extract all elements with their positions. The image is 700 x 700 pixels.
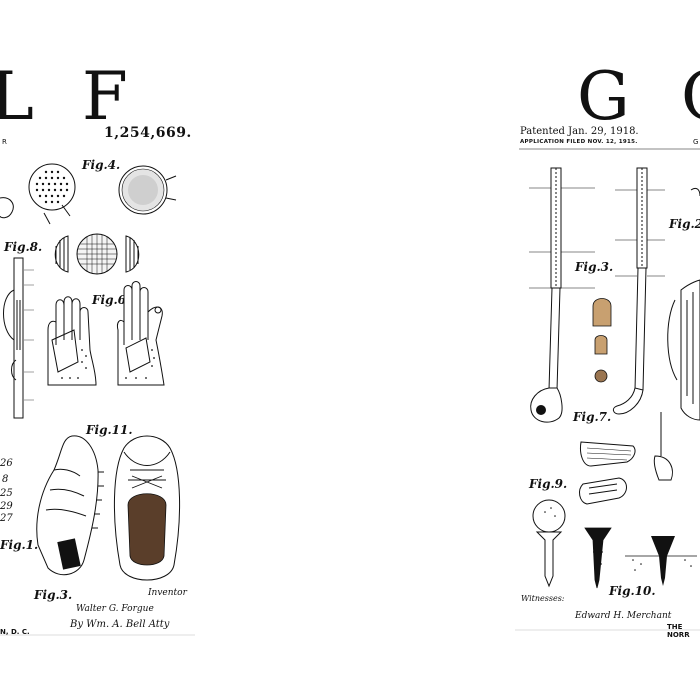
golf-driver-club	[531, 168, 562, 422]
right-footer-fragment: THE NORR	[667, 623, 690, 639]
golf-glove-back	[48, 297, 96, 385]
fig11-label: Fig.11.	[86, 423, 133, 437]
patented-date: Patented Jan. 29, 1918.	[520, 126, 639, 137]
fig8-label: Fig.8.	[4, 240, 43, 254]
application-filed: APPLICATION FILED NOV. 12, 1915.	[520, 139, 638, 145]
dimpled-golf-ball	[29, 164, 75, 224]
fig6-label: Fig.6	[92, 293, 126, 307]
grip-cross-sections	[593, 299, 611, 383]
iron-head-detail	[580, 412, 673, 504]
golf-iron-club	[613, 168, 647, 414]
right-fig10-label: Fig.10.	[609, 584, 656, 598]
golf-shoe-top	[114, 436, 179, 580]
golf-shoe-side	[37, 436, 104, 575]
left-footer-fragment: N, D. C.	[0, 628, 30, 636]
margin-number-8: 8	[2, 474, 9, 485]
inventor-signature-right: Edward H. Merchant	[575, 611, 672, 621]
right-header-fragment: G	[693, 138, 699, 146]
inventor-label: Inventor	[148, 588, 187, 598]
patent-drawings-left	[0, 0, 195, 700]
patent-drawings-right	[515, 0, 700, 700]
right-fig2-label: Fig.2	[669, 217, 700, 231]
left-patent-panel: L F R 1,254,669. Fig.4. Fig.8. Fig.6 Fig…	[0, 0, 195, 700]
fig1-label: Fig.1.	[0, 538, 39, 552]
margin-number-26: 26	[0, 458, 13, 469]
golf-bag-fragment	[668, 188, 700, 420]
split-golf-ball	[55, 234, 139, 274]
margin-number-27: 27	[0, 513, 13, 524]
golf-ball-on-tee	[533, 500, 565, 586]
fig3-label: Fig.3.	[34, 588, 73, 602]
title-letter-l: L	[0, 58, 34, 135]
club-head-fragment	[0, 198, 13, 218]
golf-tee-in-ground	[585, 528, 611, 588]
golf-glove-palm	[117, 282, 164, 386]
title-letter-f: F	[82, 58, 128, 135]
attorney-signature: By Wm. A. Bell Atty	[70, 619, 170, 630]
title-letter-o: O	[681, 64, 700, 130]
ground-tee-section	[625, 536, 697, 586]
margin-number-25: 25	[0, 488, 13, 499]
inventor-signature: Walter G. Forgue	[76, 604, 154, 614]
right-fig9-label: Fig.9.	[529, 477, 568, 491]
patent-header-fragment: R	[2, 138, 7, 146]
club-grip-section	[4, 258, 35, 418]
golf-ball-cross-section	[119, 166, 176, 214]
witnesses-label: Witnesses:	[521, 594, 565, 603]
patent-number: 1,254,669.	[104, 125, 192, 141]
right-fig7-label: Fig.7.	[573, 410, 612, 424]
right-patent-panel: G O Patented Jan. 29, 1918. APPLICATION …	[515, 0, 700, 700]
right-fig3-label: Fig.3.	[575, 260, 614, 274]
dimension-lines	[529, 188, 665, 288]
title-letter-g: G	[577, 58, 630, 135]
margin-number-29: 29	[0, 501, 13, 512]
fig4-label: Fig.4.	[82, 158, 121, 172]
